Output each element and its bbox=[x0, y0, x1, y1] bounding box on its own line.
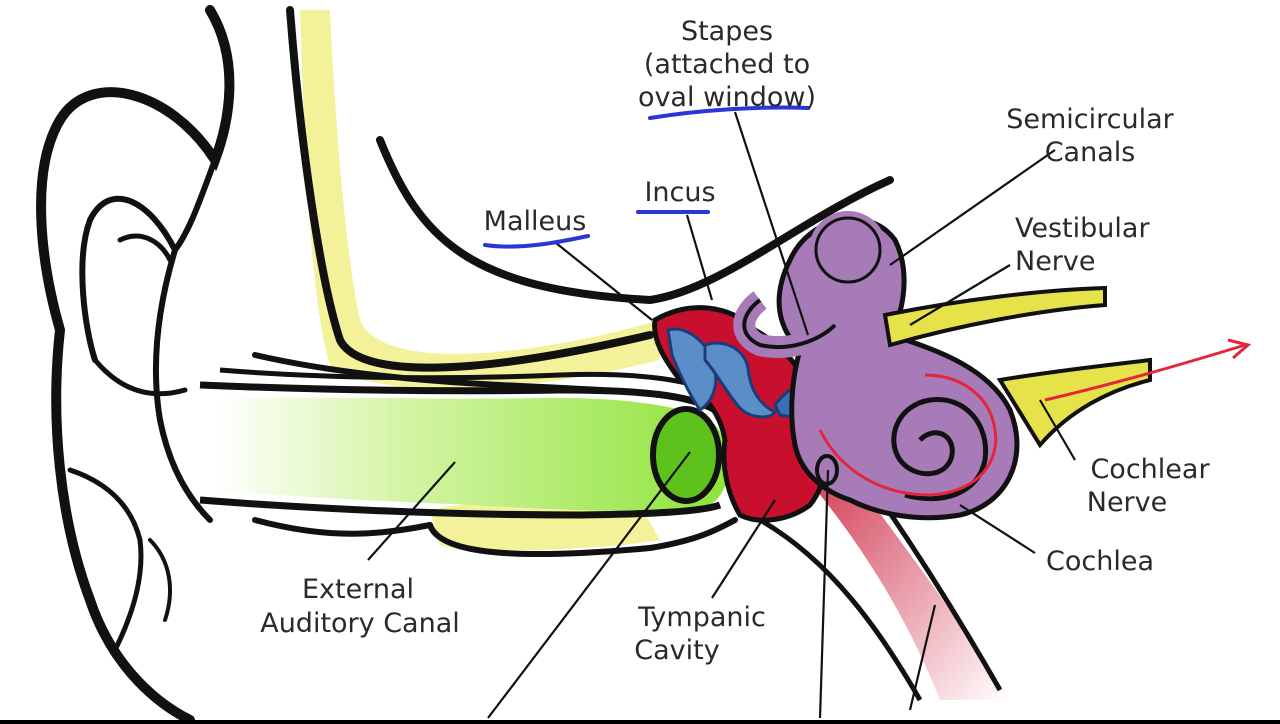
leader-lines bbox=[367, 111, 1076, 719]
inner-ear bbox=[733, 211, 1020, 521]
pinna-outline bbox=[36, 5, 235, 724]
label-cochlea: Cochlea bbox=[1046, 546, 1154, 577]
annotation-underlines bbox=[483, 105, 810, 249]
eustachian-tube bbox=[800, 460, 1010, 700]
label-incus: Incus bbox=[644, 177, 715, 208]
nerve-arrow bbox=[1044, 338, 1252, 402]
label-external-auditory-canal-line2: Auditory Canal bbox=[260, 608, 460, 639]
external-auditory-canal bbox=[199, 367, 732, 519]
label-semicircular-canals-line2: Canals bbox=[1045, 137, 1136, 168]
label-cochlear-nerve-line2: Nerve bbox=[1087, 487, 1168, 518]
label-stapes-line2: (attached to bbox=[644, 49, 810, 80]
cochlea-membrane-red bbox=[818, 373, 998, 497]
labels: Stapes (attached to oval window) Semicir… bbox=[260, 16, 1210, 666]
label-tympanic-cavity: Tympanic bbox=[637, 602, 766, 633]
label-cochlear-nerve: Cochlear bbox=[1090, 454, 1210, 485]
label-vestibular-nerve: Vestibular bbox=[1015, 213, 1150, 244]
label-stapes-line3: oval window) bbox=[638, 82, 816, 113]
label-stapes: Stapes bbox=[681, 16, 773, 47]
label-vestibular-nerve-line2: Nerve bbox=[1015, 246, 1096, 277]
label-semicircular-canals: Semicircular bbox=[1006, 104, 1174, 135]
label-malleus: Malleus bbox=[484, 206, 587, 237]
label-tympanic-cavity-line2: Cavity bbox=[634, 635, 719, 666]
label-external-auditory-canal: External bbox=[302, 574, 414, 605]
vestibular-nerve bbox=[882, 285, 1107, 348]
cochlear-nerve bbox=[996, 357, 1152, 449]
